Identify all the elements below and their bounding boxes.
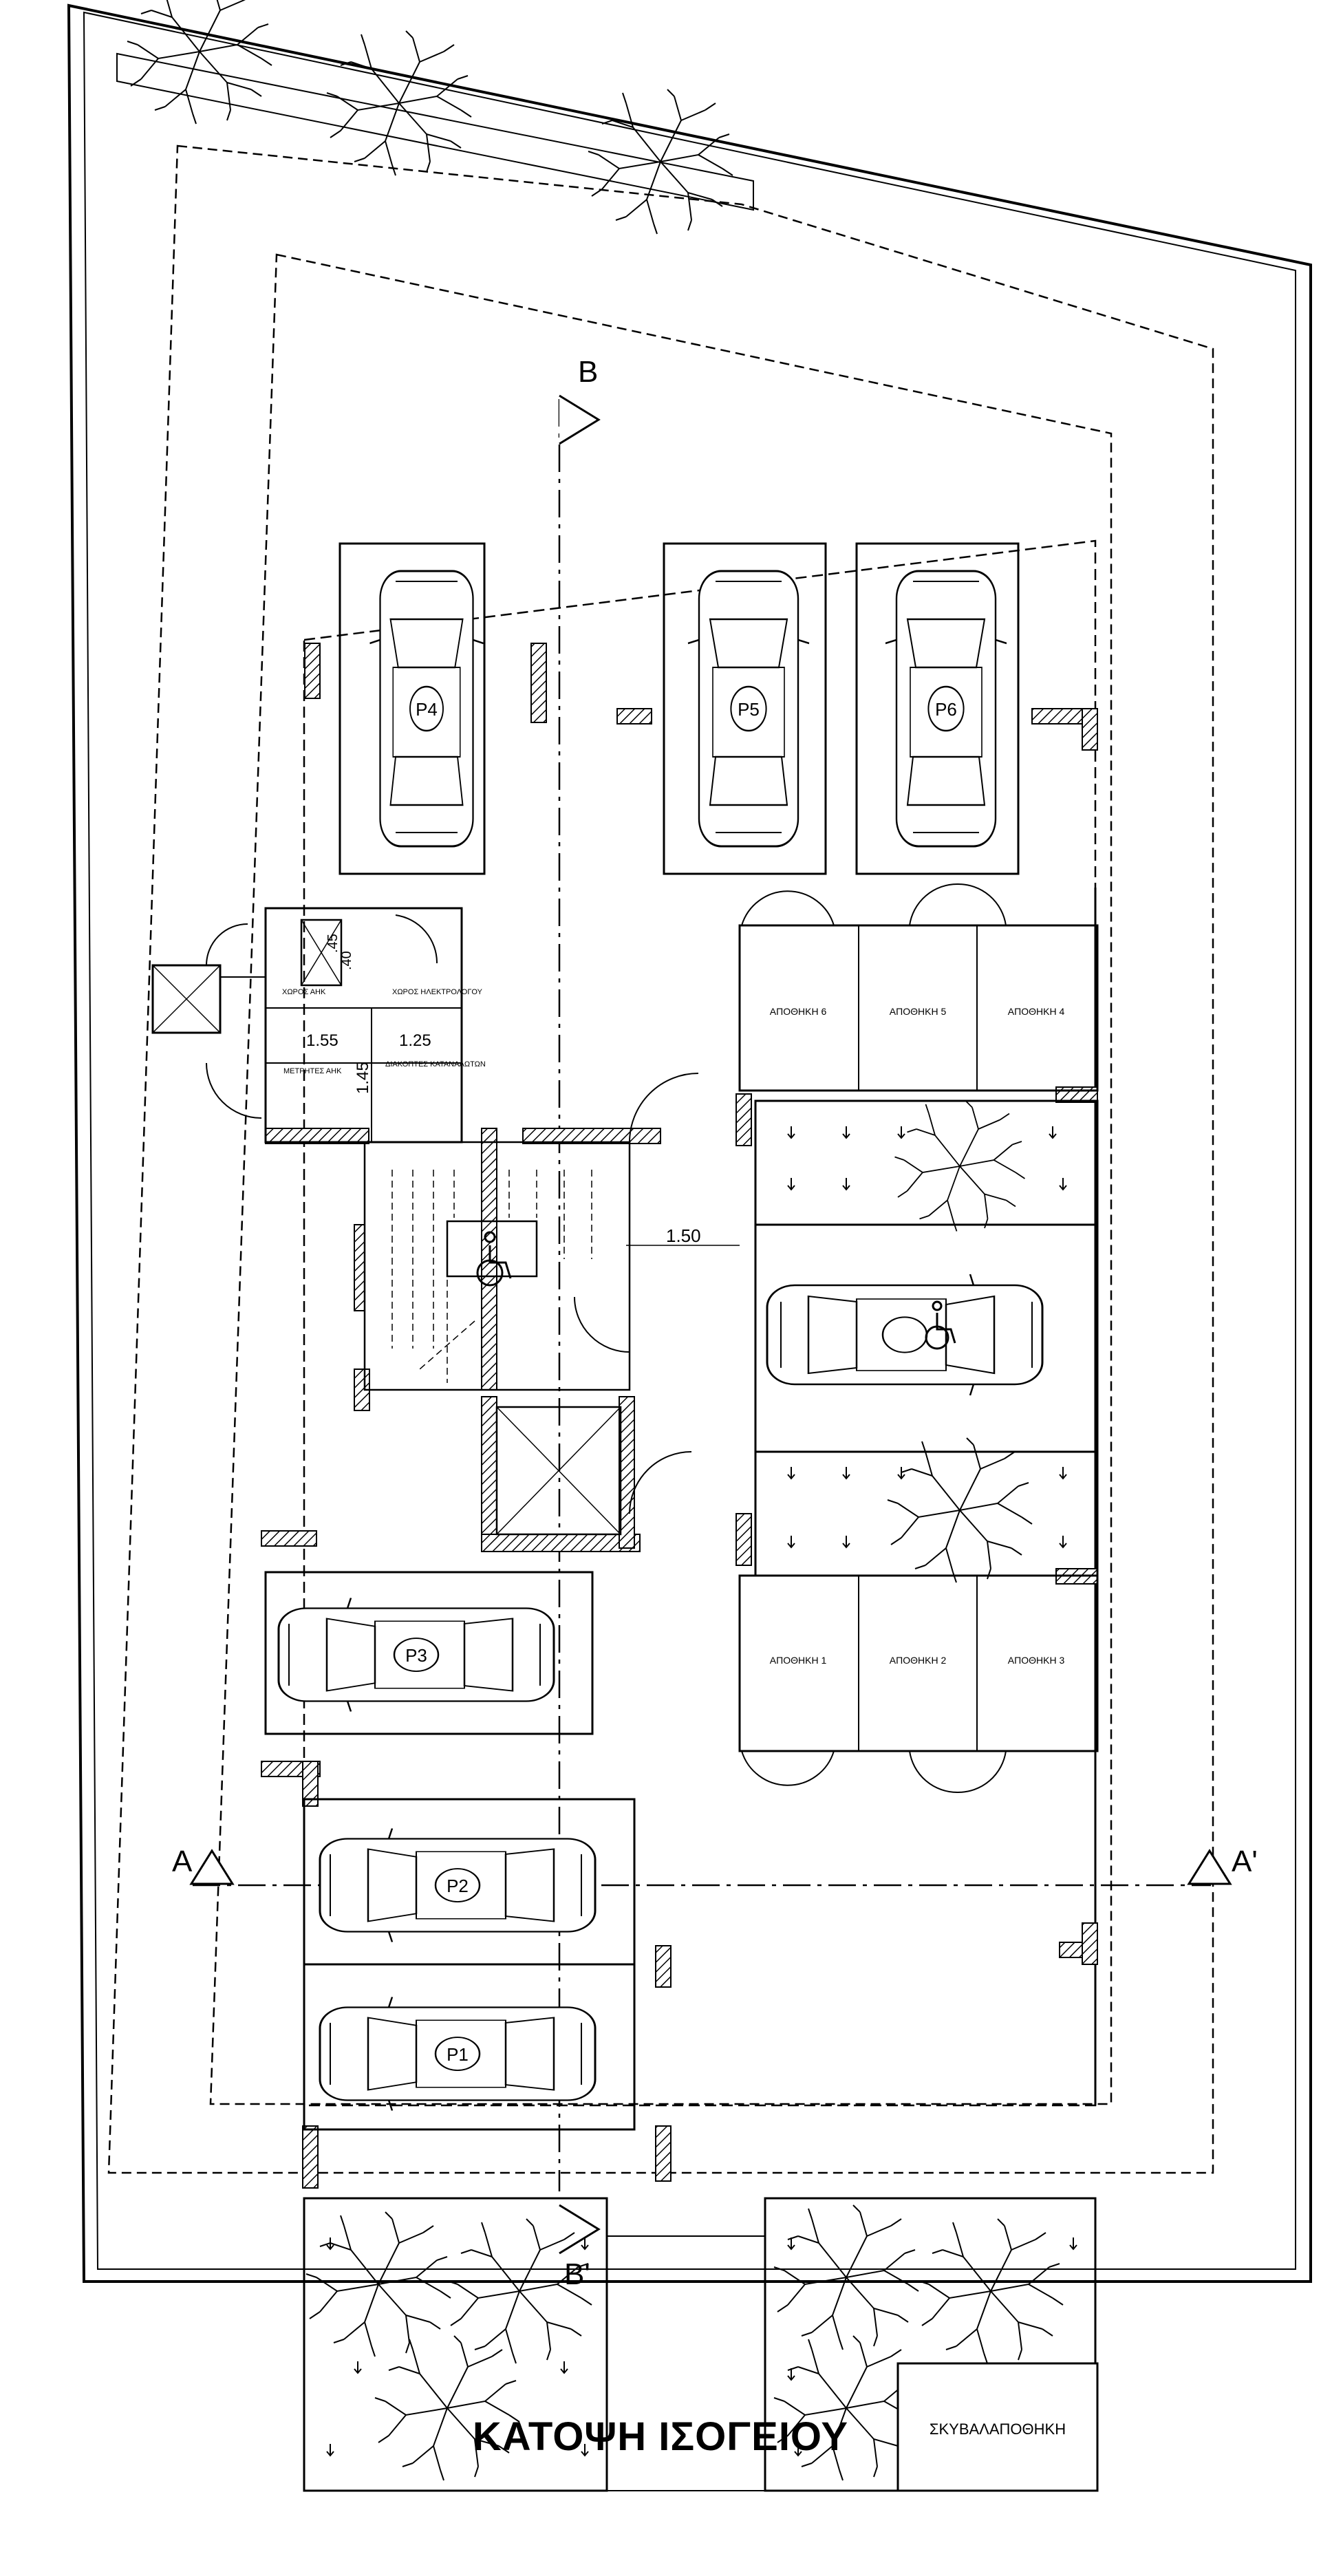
storage-label: ΑΠΟΘΗΚΗ 6 — [770, 1006, 827, 1017]
lift-shaft-x — [496, 1406, 621, 1535]
waste-storage-room — [896, 2362, 1099, 2492]
accessibility-icon — [925, 1300, 956, 1350]
parking-label: P1 — [447, 2044, 469, 2065]
setback-line-inner — [209, 253, 1113, 2105]
section-arrow-b-bottom — [559, 2204, 601, 2255]
parking-label: P6 — [935, 699, 957, 720]
parking-bay-p3: P3 — [264, 1571, 594, 1735]
room-label-switches: ΔΙΑΚΟΠΤΕΣ ΚΑΤΑΝΑΛΩΤΩΝ — [385, 1060, 486, 1069]
tree-icon — [326, 30, 472, 176]
courtyard-planter-bottom — [754, 1437, 1099, 1583]
dimension-d3: 1.45 — [354, 1062, 372, 1094]
section-arrow-a-left — [189, 1849, 235, 1885]
room-label-waste-storage: ΣΚΥΒΑΛΑΠΟΘΗΚΗ — [930, 2421, 1066, 2438]
dimension-d5: .45 — [325, 934, 341, 953]
storage-block-top — [738, 883, 1099, 1092]
accessibility-icon — [476, 1231, 512, 1287]
room-label-ahk-meters: ΜΕΤΡΗΤΕΣ ΑΗΚ — [283, 1067, 342, 1075]
storage-block-bottom — [738, 1574, 1099, 1794]
parking-bay-p5: P5 — [663, 542, 827, 875]
service-rooms — [151, 907, 463, 1144]
storage-label: ΑΠΟΘΗΚΗ 4 — [1008, 1006, 1065, 1017]
parking-bay-p1: P1 — [303, 1963, 636, 2131]
section-mark-a-right: A' — [1232, 1845, 1258, 1878]
storage-label: ΑΠΟΘΗΚΗ 3 — [1008, 1655, 1065, 1666]
stair-core — [363, 1073, 740, 1514]
courtyard-planter-top — [754, 1099, 1099, 1232]
parking-label: P5 — [738, 699, 760, 720]
dimension-d1: 1.55 — [306, 1031, 339, 1050]
parking-label: P4 — [416, 699, 438, 720]
parking-bay-accessible — [754, 1223, 1099, 1453]
top-planting-strip — [116, 52, 754, 211]
setback-line-outer — [107, 144, 1214, 2174]
room-label-ahk-space: ΧΩΡΟΣ ΑΗΚ — [282, 988, 326, 996]
dimension-d6: .40 — [339, 951, 354, 970]
parking-bay-p6: P6 — [855, 542, 1020, 875]
dimension-d2: 1.25 — [399, 1031, 431, 1050]
storage-label: ΑΠΟΘΗΚΗ 5 — [890, 1006, 947, 1017]
property-boundary-inner — [83, 11, 1296, 2270]
section-arrow-a-right — [1187, 1849, 1232, 1885]
parking-bay-p2: P2 — [303, 1798, 636, 1966]
section-mark-b-bottom: B' — [564, 2257, 590, 2291]
drawing-title: ΚΑΤΟΨΗ ΙΣΟΓΕΙΟΥ — [472, 2414, 849, 2459]
tree-icon — [127, 0, 272, 125]
columns — [261, 643, 1098, 2189]
section-mark-b-top: B — [578, 355, 598, 389]
parking-bay-p4: P4 — [339, 542, 486, 875]
lift-shaft — [495, 1406, 622, 1536]
room-label-electrician-space: ΧΩΡΟΣ ΗΛΕΚΤΡΟΛΟΓΟΥ — [392, 988, 483, 996]
section-mark-a-left: A — [172, 1845, 193, 1878]
dimension-d4: 1.50 — [666, 1225, 701, 1246]
section-arrow-b-top — [559, 394, 601, 445]
storage-label: ΑΠΟΘΗΚΗ 1 — [770, 1655, 827, 1666]
parking-label: P3 — [405, 1645, 427, 1666]
property-boundary — [67, 3, 1312, 2283]
parking-label: P2 — [447, 1876, 469, 1896]
storage-label: ΑΠΟΘΗΚΗ 2 — [890, 1655, 947, 1666]
tree-icon — [588, 89, 733, 235]
